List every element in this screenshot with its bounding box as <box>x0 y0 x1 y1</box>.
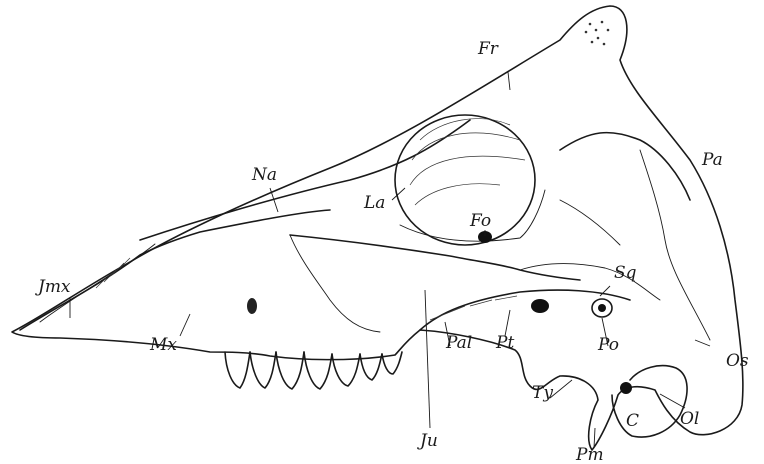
label-fo: Fo <box>469 211 491 231</box>
nasal-ridge <box>140 120 470 240</box>
condyle <box>612 366 687 437</box>
leader-lines <box>70 72 710 448</box>
orbit <box>395 115 535 245</box>
label-pa: Pa <box>701 150 723 170</box>
label-pal: Pal <box>445 333 472 353</box>
label-jmx: Jmx <box>35 277 71 297</box>
label-ty: Ty <box>532 383 553 403</box>
label-pm: Pm <box>575 445 604 464</box>
temporal-ridge <box>560 133 690 200</box>
label-fr: Fr <box>477 39 499 59</box>
maxilla-suture <box>290 235 380 332</box>
horn-texture <box>585 21 610 46</box>
pterygoid-foramen <box>531 299 549 313</box>
label-sq: Sq <box>614 263 637 283</box>
label-c: C <box>626 411 639 431</box>
label-ol: Ol <box>680 409 699 429</box>
label-mx: Mx <box>149 335 177 355</box>
sutures <box>520 150 710 340</box>
label-os: Os <box>726 351 749 371</box>
label-pt: Pt <box>495 333 514 353</box>
jugal-arch <box>290 235 580 280</box>
skull-outline <box>12 6 743 450</box>
label-la: La <box>363 193 385 213</box>
label-po: Po <box>597 335 619 355</box>
label-ju: Ju <box>417 431 438 451</box>
label-na: Na <box>251 165 277 185</box>
palate-edge <box>420 290 630 330</box>
